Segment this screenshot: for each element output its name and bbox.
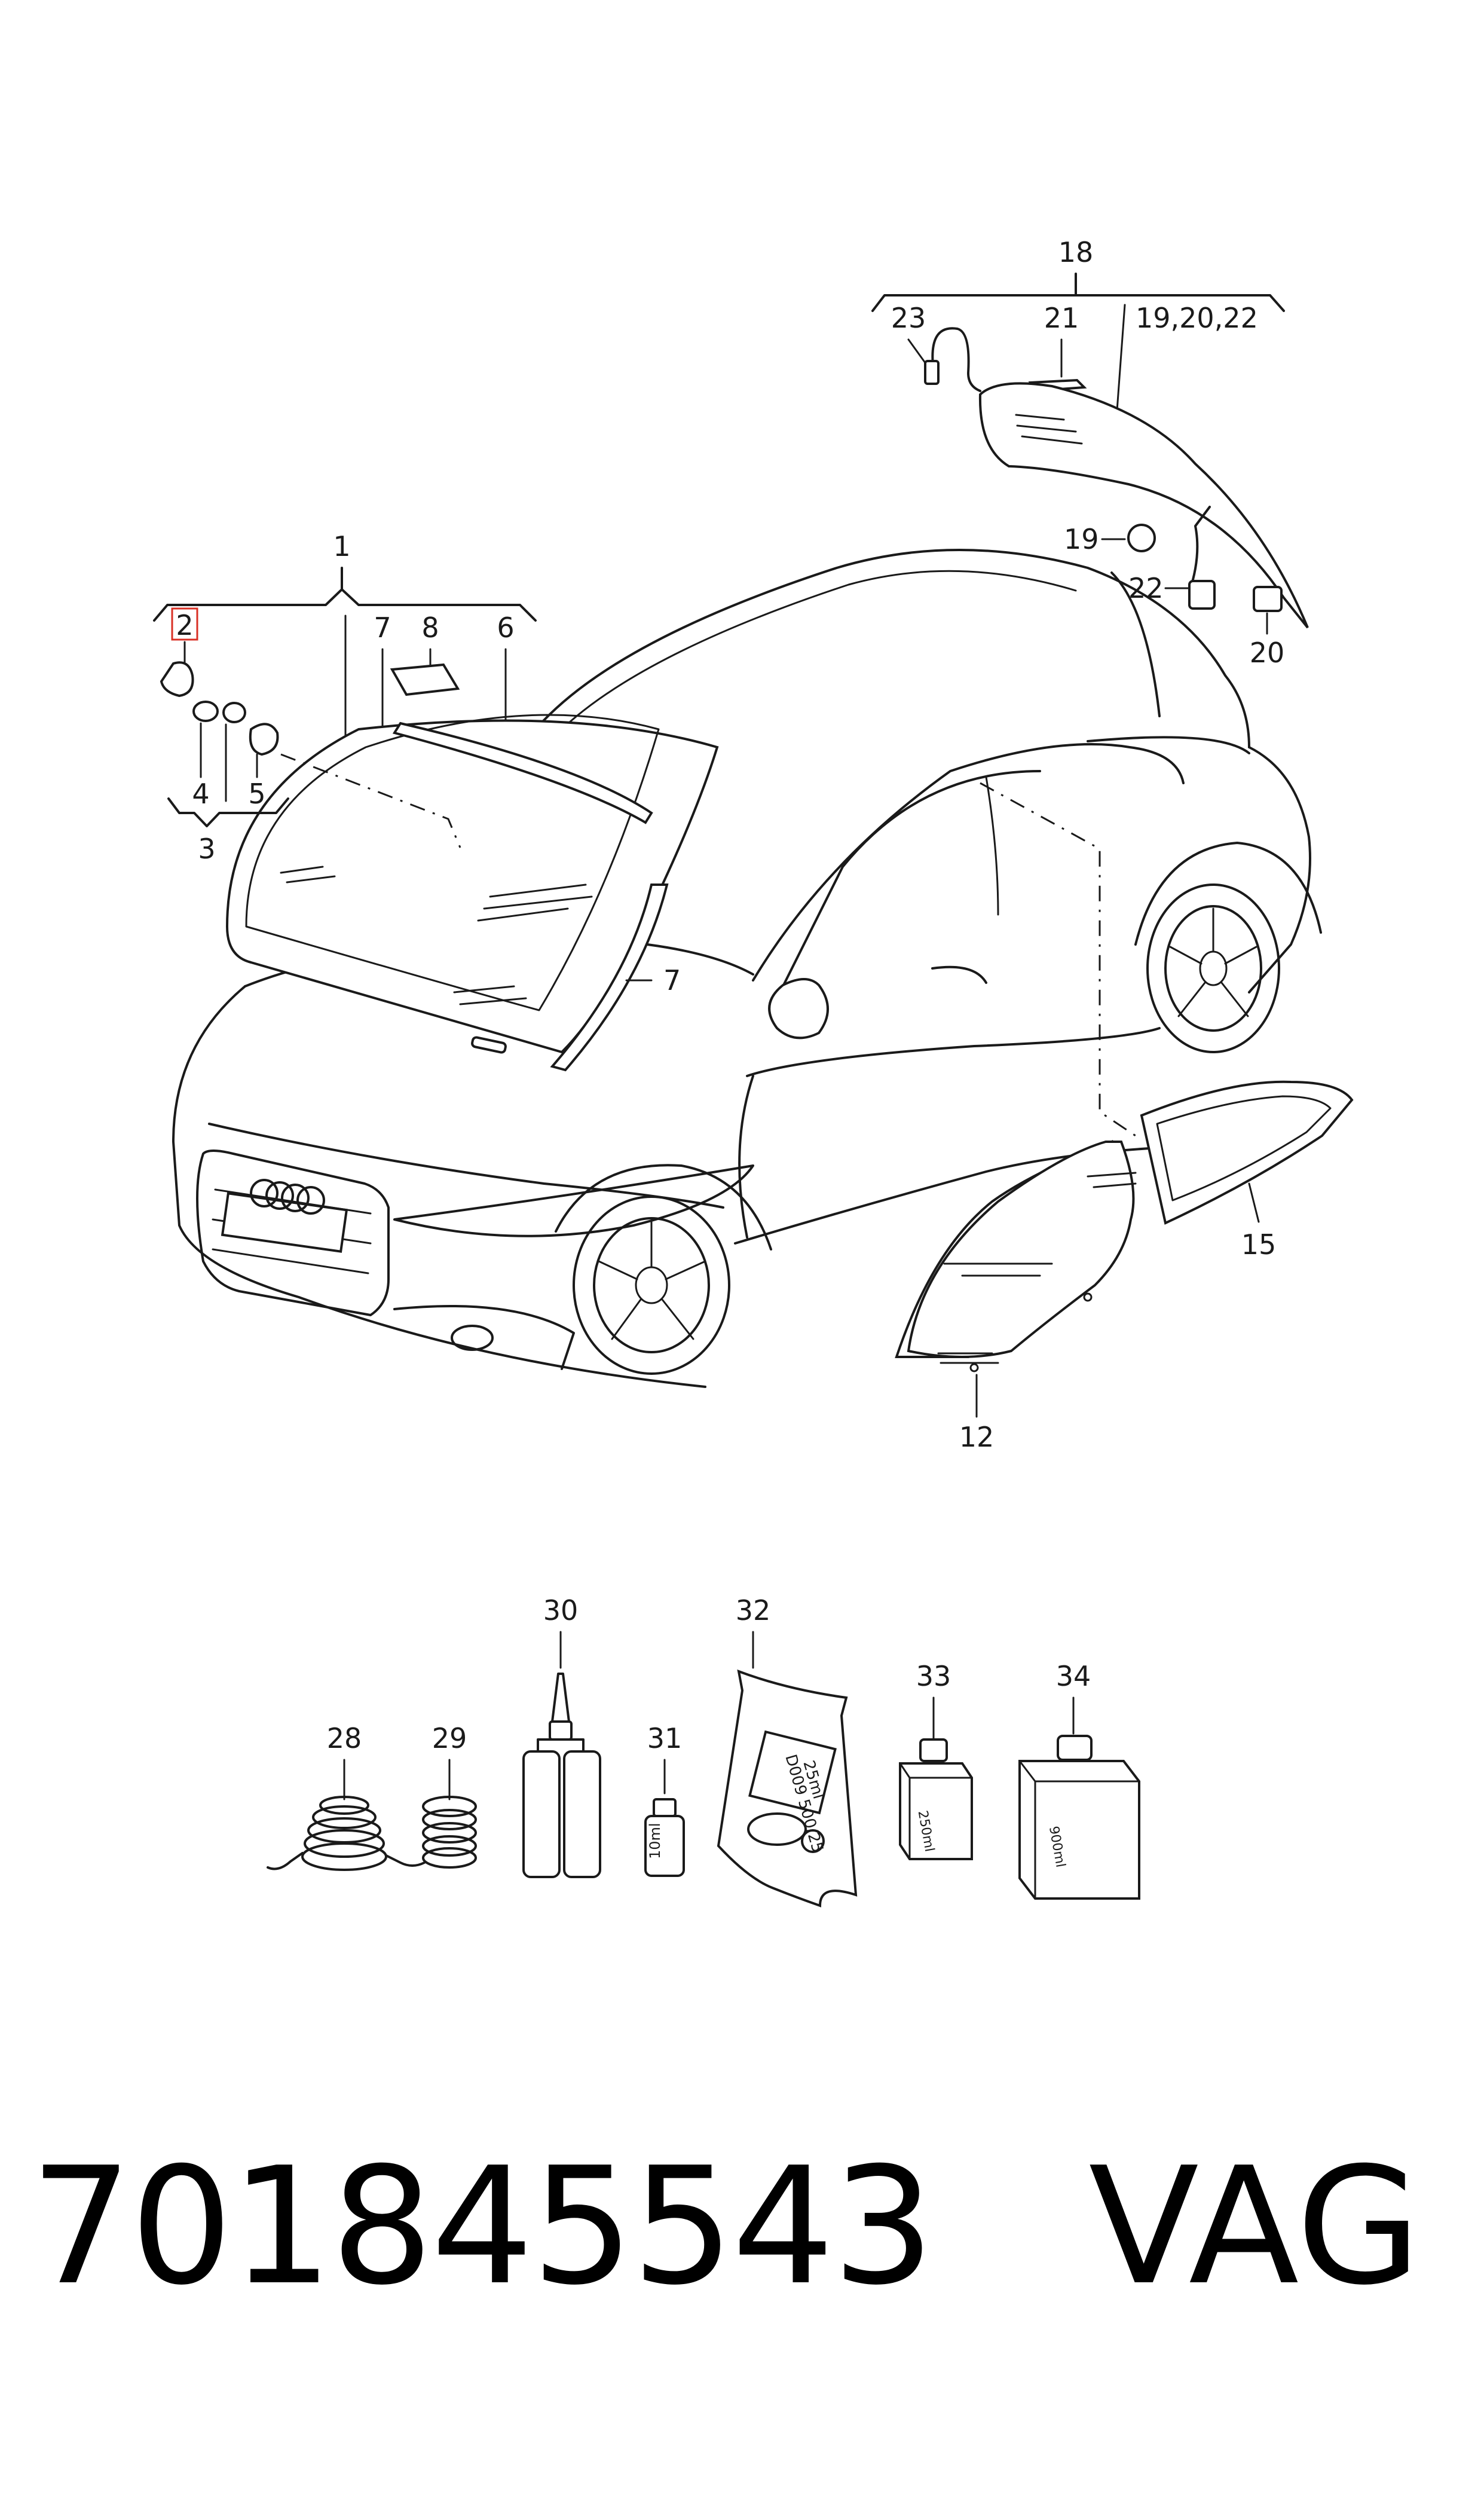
primer-bottle-31: 10ml bbox=[644, 1798, 685, 1877]
callout-34: 34 bbox=[1056, 1660, 1091, 1692]
callout-20: 20 bbox=[1250, 637, 1285, 669]
callout-15: 15 bbox=[1241, 1228, 1277, 1261]
callout-23: 23 bbox=[891, 302, 926, 334]
front-grille bbox=[196, 1150, 390, 1316]
footer: 701845543 VAG bbox=[0, 2146, 1484, 2397]
adhesive-cartridge-30 bbox=[522, 1673, 601, 1878]
callout-30: 30 bbox=[543, 1594, 579, 1627]
activator-bottle-34: 900ml bbox=[1018, 1735, 1140, 1900]
callout-7-top: 7 bbox=[374, 612, 391, 644]
callout-18: 18 bbox=[1058, 236, 1094, 268]
callout-2: 2 bbox=[176, 609, 193, 641]
callout-21: 21 bbox=[1044, 302, 1079, 334]
rear-cap-20 bbox=[1253, 586, 1283, 612]
callout-29: 29 bbox=[432, 1722, 467, 1754]
accessories-row: 28 29 30 bbox=[267, 1594, 1140, 1907]
callout-19: 19 bbox=[1064, 523, 1099, 555]
callout-28: 28 bbox=[327, 1722, 362, 1754]
side-mirror bbox=[768, 978, 829, 1040]
four-rings-logo bbox=[250, 1179, 325, 1215]
cleaner-bottle-33: 250ml bbox=[899, 1738, 973, 1860]
callout-3: 3 bbox=[198, 833, 215, 865]
headlight bbox=[393, 1164, 754, 1237]
rear-clip-19 bbox=[1127, 524, 1156, 552]
quarter-glass-15 bbox=[1140, 1080, 1354, 1225]
mirror-base-2 bbox=[160, 661, 194, 698]
callout-5: 5 bbox=[248, 778, 265, 810]
callout-31: 31 bbox=[647, 1722, 683, 1754]
callout-6: 6 bbox=[497, 612, 514, 644]
callout-32: 32 bbox=[736, 1594, 771, 1627]
car-body bbox=[172, 549, 1322, 1388]
repair-kit-32: D009 500/25 25ml bbox=[717, 1669, 858, 1907]
side-glass-group: 12 15 bbox=[895, 782, 1354, 1453]
license-plate bbox=[221, 1192, 348, 1253]
callout-19-20-22: 19,20,22 bbox=[1136, 302, 1258, 334]
windshield-top-strip-6 bbox=[392, 722, 653, 824]
fog-light bbox=[451, 1325, 494, 1351]
callout-1: 1 bbox=[333, 530, 350, 562]
callout-33: 33 bbox=[916, 1660, 951, 1692]
brand-name: VAG bbox=[1088, 2132, 1421, 2321]
rear-wheel bbox=[1134, 842, 1322, 1053]
callout-2-highlight bbox=[171, 607, 198, 641]
callout-8: 8 bbox=[421, 612, 439, 644]
windshield-glass bbox=[225, 719, 719, 1054]
adhesive-pad-8 bbox=[390, 663, 460, 696]
front-wheel bbox=[555, 1164, 772, 1375]
spring-coil-29 bbox=[422, 1796, 477, 1869]
mirror-ring-4 bbox=[192, 701, 219, 722]
part-number: 701845543 bbox=[30, 2132, 935, 2321]
callout-4: 4 bbox=[192, 778, 209, 810]
windshield-side-molding-7 bbox=[550, 883, 669, 1072]
rear-window-glass bbox=[978, 382, 1309, 629]
door-glass-12-outer bbox=[907, 1141, 1135, 1358]
rear-window-connector-23 bbox=[931, 327, 981, 392]
rear-window-group: 18 23 21 19,20,22 19 22 20 bbox=[871, 236, 1309, 669]
callout-7-side: 7 bbox=[663, 964, 681, 996]
callout-12: 12 bbox=[959, 1421, 995, 1453]
mirror-clip-5 bbox=[249, 723, 279, 756]
sealing-cord-coil-28 bbox=[267, 1796, 426, 1871]
windshield-group: 1 2 7 8 6 7 4 bbox=[153, 530, 719, 1072]
bottle-31-label: 10ml bbox=[647, 1823, 663, 1859]
